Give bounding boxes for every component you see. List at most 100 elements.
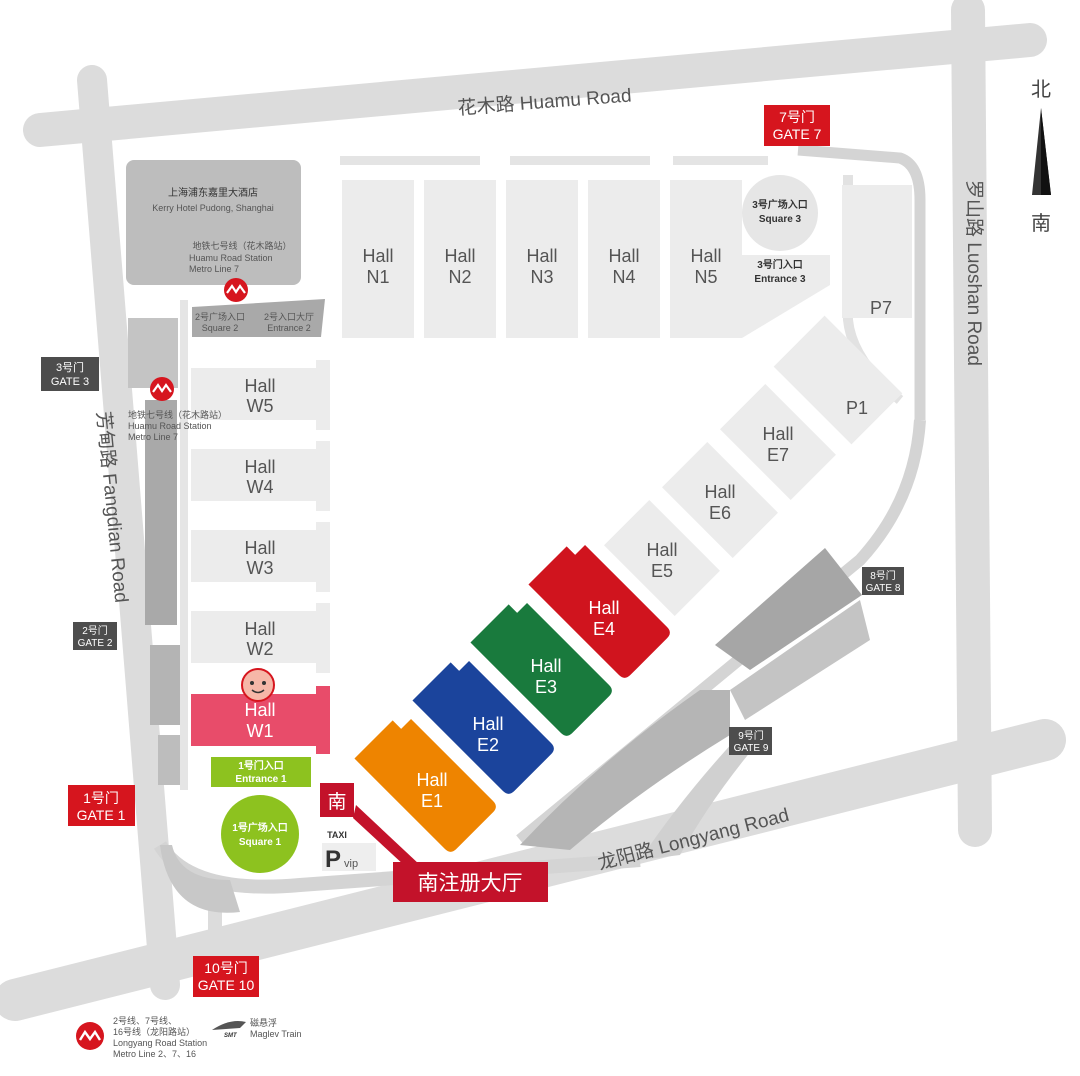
west-halls [191,360,330,754]
svg-text:1号门: 1号门 [83,790,119,806]
hall-n2-label-1: Hall [444,246,475,266]
legend-maglev-icon: SMT [212,1021,246,1039]
hall-w1 [191,686,330,754]
parking-p7 [842,185,912,318]
svg-text:10号门: 10号门 [204,960,248,976]
hall-e7 [720,384,836,500]
entrance1-cn: 1号门入口 [238,759,284,772]
east-halls-color [354,544,670,852]
south-marker-label: 南 [327,791,346,813]
hall-n5-label-2: N5 [694,267,717,287]
square1-cn: 1号广场入口 [232,821,288,834]
metro-west-en-2: Metro Line 7 [128,432,178,442]
entrance-3-block [742,255,830,338]
legend-maglev-en: Maglev Train [250,1029,302,1039]
entrance1-en: Entrance 1 [235,774,287,785]
maglev-yard [160,548,870,913]
hall-w4-label-1: Hall [244,457,275,477]
metro-north-cn: 地铁七号线（花木路站） [192,240,291,251]
gate-3[interactable]: 3号门 GATE 3 [41,357,99,391]
svg-text:GATE 3: GATE 3 [51,376,89,388]
svg-text:GATE 10: GATE 10 [198,977,255,993]
metro-west-en-1: Huamu Road Station [128,421,212,431]
east-halls-grey [604,315,903,616]
north-halls [342,180,912,338]
east-ring-road-outer [797,144,926,420]
gate-8[interactable]: 8号门 GATE 8 [862,567,904,595]
hall-e3-label-1: Hall [530,656,561,676]
north-bar-1 [340,156,480,165]
south-marker-pointer [353,805,420,866]
hall-e2 [412,660,554,794]
hall-n1-label-2: N1 [366,267,389,287]
compass: 北 南 [1031,78,1051,235]
hall-e3 [470,602,612,736]
maglev-track-2 [640,740,760,860]
luoshan-road [951,0,992,847]
svg-text:9号门: 9号门 [738,729,764,742]
south-registration-label: 南注册大厅 [418,872,523,895]
hall-e4 [528,544,670,678]
west-walkway [180,300,188,790]
square3-en: Square 3 [759,214,802,225]
hall-n2 [424,180,496,338]
hall-e7-label-2: E7 [767,445,789,465]
hall-n4 [588,180,660,338]
compass-north-label: 北 [1031,78,1051,101]
svg-text:GATE 7: GATE 7 [773,126,822,142]
gate-7[interactable]: 7号门 GATE 7 [764,105,830,146]
hall-w5-label-2: W5 [247,396,274,416]
parking-p7-label: P7 [870,298,892,318]
svg-text:3号门: 3号门 [56,360,84,374]
legend-maglev-cn: 磁悬浮 [250,1017,277,1028]
south-marker [320,783,354,817]
metro-west-cn: 地铁七号线（花木路站） [128,409,227,420]
hall-w2-label-2: W2 [247,639,274,659]
hall-e6-label-2: E6 [709,503,731,523]
metro-north-icon [224,278,248,302]
hall-e1-label-1: Hall [416,770,447,790]
entrance3-en: Entrance 3 [754,274,806,285]
vip-parking [322,843,376,871]
square2-cn: 2号广场入口 [195,311,245,322]
gate-1[interactable]: 1号门 GATE 1 [68,785,135,826]
gate-2[interactable]: 2号门 GATE 2 [73,622,117,650]
vip-parking-label: vip [344,858,358,870]
gate-9[interactable]: 9号门 GATE 9 [729,727,772,755]
hall-w5 [191,360,330,430]
west-strip-2 [145,400,177,625]
mascot-icon [241,668,275,702]
compass-south-label: 南 [1031,212,1051,235]
entrance3-cn: 3号门入口 [757,258,803,271]
square1-en: Square 1 [239,837,282,848]
svg-text:8号门: 8号门 [870,569,896,582]
entrance2-cn: 2号入口大厅 [264,311,314,322]
square3-cn: 3号广场入口 [752,198,808,211]
legend-metro-line-4: Metro Line 2、7、16 [113,1049,196,1059]
legend-metro-line-1: 2号线、7号线、 [113,1015,177,1026]
hall-e1-label-2: E1 [421,791,443,811]
svg-text:GATE 2: GATE 2 [78,638,113,649]
north-bar-2 [510,156,650,165]
hall-w2 [191,603,330,673]
hall-e7-label-1: Hall [762,424,793,444]
metro-north-en-1: Huamu Road Station [189,253,273,263]
svg-text:GATE 1: GATE 1 [77,807,126,823]
svg-text:7号门: 7号门 [779,109,815,125]
hall-n5-label-1: Hall [690,246,721,266]
gate-10[interactable]: 10号门 GATE 10 [193,956,259,997]
south-registration-hall [393,862,548,902]
hall-e1 [354,718,496,852]
west-strip-4 [158,735,180,785]
south-west-curve [160,845,240,913]
hall-e4-label-1: Hall [588,598,619,618]
metro-north-en-2: Metro Line 7 [189,264,239,274]
metro-west-icon [150,377,174,401]
west-strips [128,300,188,790]
square-3-plaza [742,175,818,251]
hall-e5-label-1: Hall [646,540,677,560]
hall-n3-label-1: Hall [526,246,557,266]
hall-w4-label-2: W4 [247,477,274,497]
